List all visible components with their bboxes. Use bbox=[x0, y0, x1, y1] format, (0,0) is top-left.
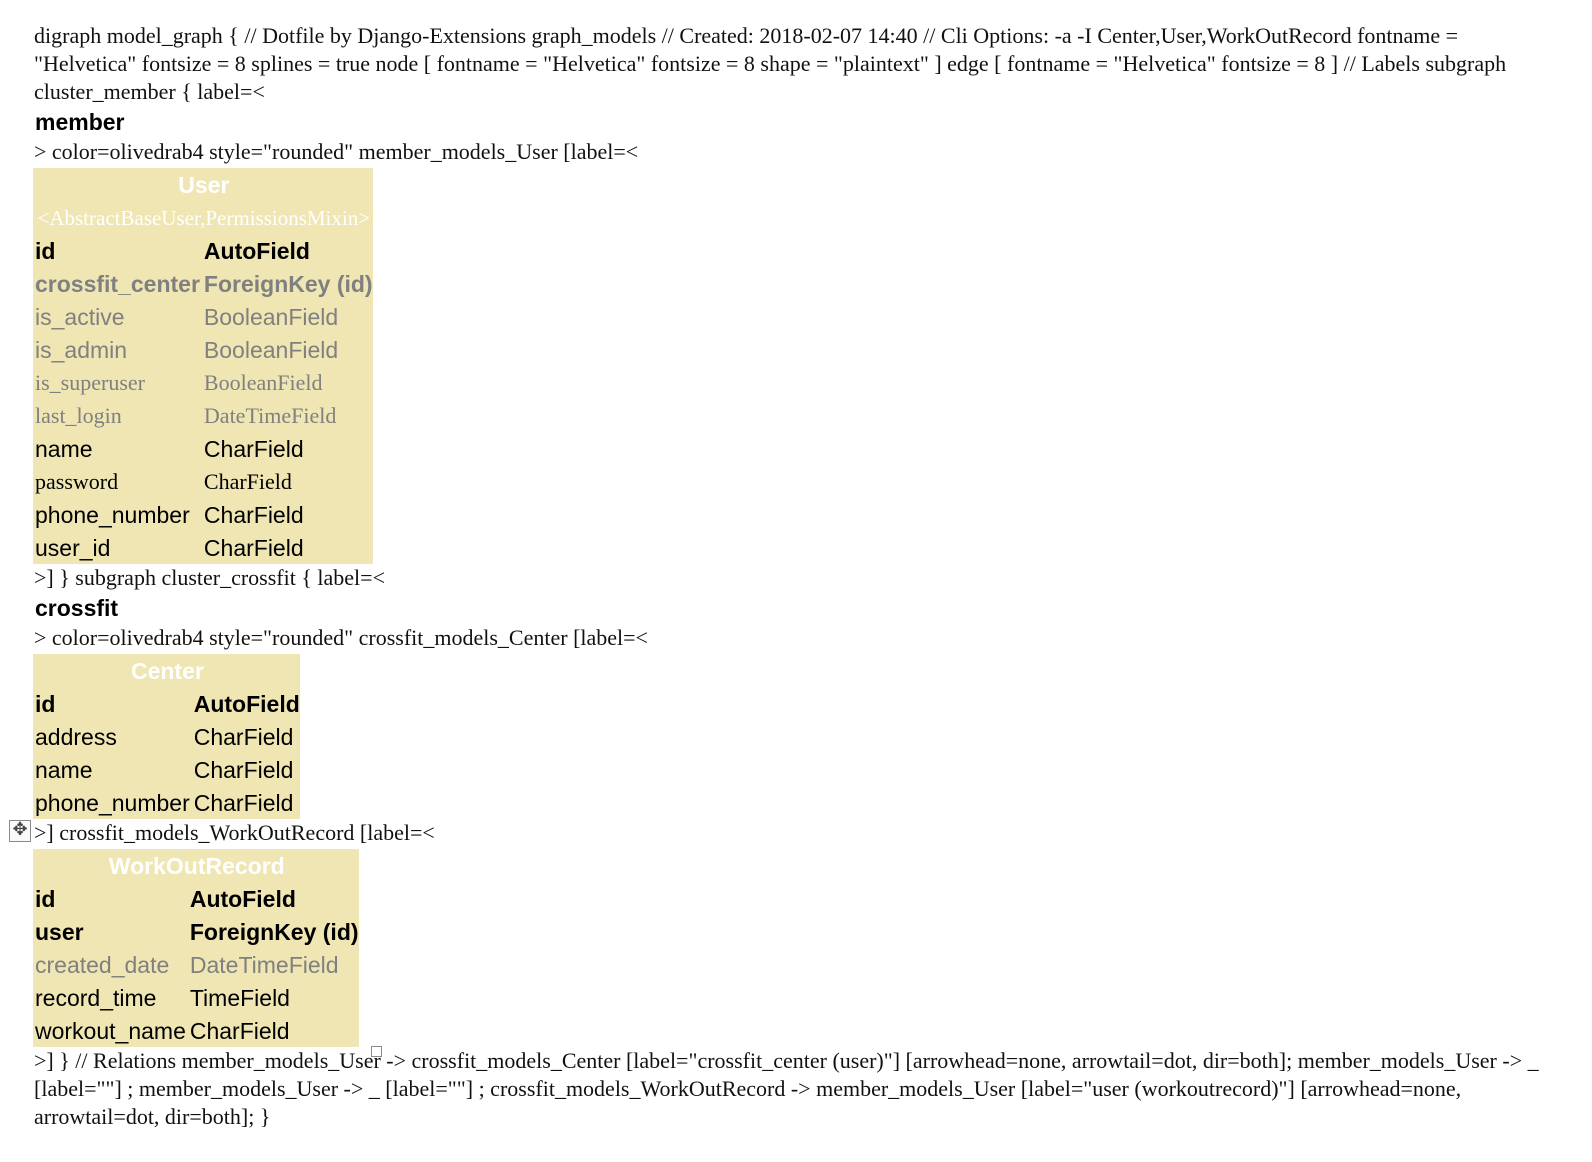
document-page: digraph model_graph { // Dotfile by Djan… bbox=[33, 22, 1564, 1131]
field-name: password bbox=[35, 468, 119, 494]
field-name: user bbox=[35, 918, 84, 945]
field-name: id bbox=[35, 690, 56, 717]
field-row: address CharField bbox=[33, 720, 300, 753]
field-name: id bbox=[35, 237, 56, 264]
cluster-label-crossfit: crossfit bbox=[35, 595, 119, 621]
field-type: ForeignKey (id) bbox=[189, 918, 359, 945]
field-row: id AutoField bbox=[33, 234, 373, 267]
field-type: CharField bbox=[193, 723, 294, 750]
field-type: DateTimeField bbox=[189, 951, 339, 978]
dot-crossfit-attrs-text: > color=olivedrab4 style="rounded" cross… bbox=[34, 625, 648, 650]
field-type: BooleanField bbox=[203, 369, 323, 395]
field-name: is_active bbox=[35, 303, 125, 330]
model-subtitle-user: <AbstractBaseUser,PermissionsMixin> bbox=[37, 205, 371, 230]
resize-handle-icon[interactable] bbox=[371, 1046, 382, 1057]
field-row: last_login DateTimeField bbox=[33, 399, 373, 432]
field-row: name CharField bbox=[33, 432, 373, 465]
model-table-user: User <AbstractBaseUser,PermissionsMixin>… bbox=[33, 168, 373, 564]
field-row: is_superuser BooleanField bbox=[33, 366, 373, 399]
field-type: CharField bbox=[193, 789, 294, 816]
field-name: last_login bbox=[35, 402, 122, 428]
field-row: id AutoField bbox=[33, 687, 300, 720]
model-title-center: Center bbox=[130, 657, 204, 684]
field-row: record_time TimeField bbox=[33, 981, 359, 1014]
cluster-label-member: member bbox=[35, 109, 125, 135]
field-type: CharField bbox=[203, 435, 304, 462]
field-name: workout_name bbox=[35, 1017, 186, 1044]
field-row: password CharField bbox=[33, 465, 373, 498]
field-type: CharField bbox=[189, 1017, 290, 1044]
field-type: CharField bbox=[193, 756, 294, 783]
field-name: crossfit_center bbox=[35, 270, 200, 297]
field-type: BooleanField bbox=[203, 303, 339, 330]
field-name: phone_number bbox=[35, 501, 190, 528]
field-type: AutoField bbox=[203, 237, 310, 264]
field-row: name CharField bbox=[33, 753, 300, 786]
field-name: created_date bbox=[35, 951, 170, 978]
model-table-workoutrecord: WorkOutRecord id AutoField user ForeignKey … bbox=[33, 849, 359, 1047]
field-name: phone_number bbox=[35, 789, 190, 816]
field-type: AutoField bbox=[193, 690, 300, 717]
field-name: address bbox=[35, 723, 117, 750]
field-type: CharField bbox=[203, 468, 292, 494]
dot-after-user-text: >] } subgraph cluster_crossfit { label=< bbox=[34, 565, 385, 590]
field-row: created_date DateTimeField bbox=[33, 948, 359, 981]
field-type: ForeignKey (id) bbox=[203, 270, 373, 297]
field-type: CharField bbox=[203, 534, 304, 561]
field-name: record_time bbox=[35, 984, 157, 1011]
field-type: DateTimeField bbox=[203, 402, 337, 428]
field-name: is_superuser bbox=[35, 369, 145, 395]
field-row: phone_number CharField bbox=[33, 498, 373, 531]
field-row: id AutoField bbox=[33, 882, 359, 915]
field-type: BooleanField bbox=[203, 336, 339, 363]
field-name: name bbox=[35, 435, 93, 462]
field-row: is_active BooleanField bbox=[33, 300, 373, 333]
field-type: TimeField bbox=[189, 984, 290, 1011]
field-row: is_admin BooleanField bbox=[33, 333, 373, 366]
dot-after-center-text: >] crossfit_models_WorkOutRecord [label=… bbox=[34, 820, 435, 845]
field-name: id bbox=[35, 885, 56, 912]
model-title-user: User bbox=[178, 171, 230, 198]
field-name: name bbox=[35, 756, 93, 783]
field-name: is_admin bbox=[35, 336, 128, 363]
move-handle-icon[interactable]: ✥ bbox=[9, 820, 31, 842]
field-row: user ForeignKey (id) bbox=[33, 915, 359, 948]
dot-relations-text: >] } // Relations member_models_User -> … bbox=[34, 1048, 1539, 1129]
field-type: AutoField bbox=[189, 885, 296, 912]
field-name: user_id bbox=[35, 534, 111, 561]
model-title-workoutrecord: WorkOutRecord bbox=[108, 852, 285, 879]
field-type: CharField bbox=[203, 501, 304, 528]
dot-member-attrs-text: > color=olivedrab4 style="rounded" membe… bbox=[34, 139, 639, 164]
field-row: user_id CharField bbox=[33, 531, 373, 564]
dot-intro-text: digraph model_graph { // Dotfile by Djan… bbox=[34, 23, 1507, 104]
